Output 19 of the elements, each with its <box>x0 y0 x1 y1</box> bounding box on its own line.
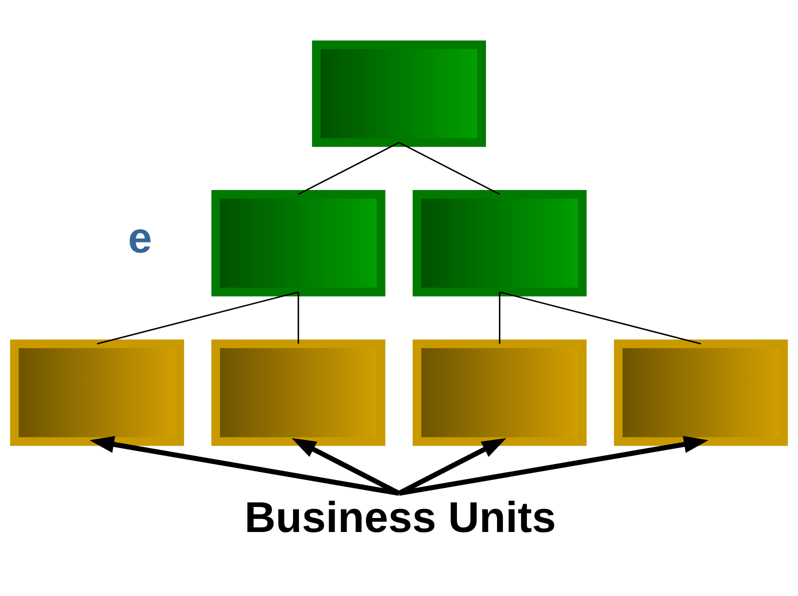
node-box <box>211 189 386 296</box>
node-box <box>312 40 486 146</box>
arrow <box>292 438 400 496</box>
node-text: Business Units <box>244 494 556 542</box>
connector <box>96 290 299 344</box>
connector <box>398 141 500 194</box>
node-box <box>211 338 386 446</box>
label: e <box>128 214 152 262</box>
connector <box>498 292 500 344</box>
node-box <box>614 338 788 446</box>
connector <box>499 290 702 344</box>
node-box <box>412 189 587 296</box>
connector <box>298 141 400 194</box>
connector <box>298 292 300 344</box>
node-box <box>10 338 184 446</box>
arrow <box>398 435 708 496</box>
node-box <box>412 338 587 446</box>
arrow <box>398 438 506 496</box>
arrow <box>90 435 400 496</box>
